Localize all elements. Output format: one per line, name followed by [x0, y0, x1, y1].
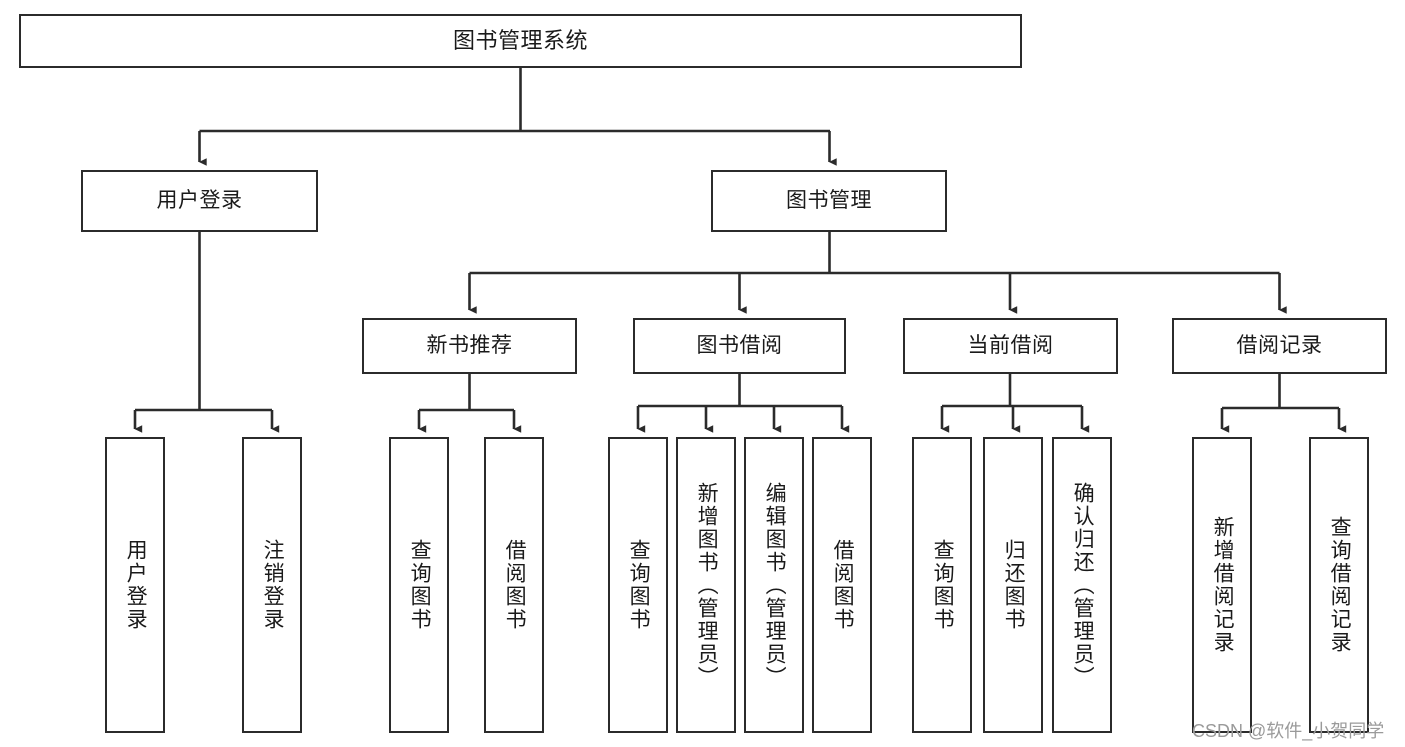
- node-root-label: 图书管理系统: [452, 28, 588, 54]
- node-root[interactable]: 图书管理系统: [19, 14, 1022, 68]
- node-user-login-label: 用户登录: [156, 188, 243, 212]
- node-new-book-recommend[interactable]: 新书推荐: [362, 318, 577, 374]
- node-leaf-edit-book-admin-label: 编辑图书（管理员）: [763, 481, 787, 689]
- node-leaf-confirm-return-admin-label: 确认归还（管理员）: [1071, 481, 1095, 689]
- node-leaf-return-book[interactable]: 归还图书: [983, 437, 1043, 733]
- node-leaf-logout-label: 注销登录: [261, 539, 285, 631]
- node-new-book-recommend-label: 新书推荐: [426, 333, 513, 357]
- node-leaf-add-book-admin-label: 新增图书（管理员）: [695, 481, 719, 689]
- node-book-borrow-label: 图书借阅: [696, 333, 783, 357]
- node-book-management-label: 图书管理: [786, 188, 872, 212]
- node-current-borrow-label: 当前借阅: [967, 333, 1054, 357]
- node-book-borrow[interactable]: 图书借阅: [633, 318, 846, 374]
- node-leaf-add-borrow-record[interactable]: 新增借阅记录: [1192, 437, 1252, 733]
- node-leaf-borrow-book-label: 借阅图书: [831, 539, 855, 631]
- node-leaf-query-book-borrow-label: 查询图书: [627, 539, 651, 631]
- node-leaf-query-book-recommend[interactable]: 查询图书: [389, 437, 449, 733]
- node-leaf-logout[interactable]: 注销登录: [242, 437, 302, 733]
- node-leaf-confirm-return-admin[interactable]: 确认归还（管理员）: [1052, 437, 1112, 733]
- node-leaf-query-book-borrow[interactable]: 查询图书: [608, 437, 668, 733]
- node-borrow-records-label: 借阅记录: [1236, 333, 1323, 357]
- node-leaf-add-borrow-record-label: 新增借阅记录: [1211, 516, 1235, 654]
- csdn-watermark: CSDN @软件_小贺同学: [1192, 721, 1385, 741]
- node-leaf-query-borrow-record[interactable]: 查询借阅记录: [1309, 437, 1369, 733]
- node-leaf-query-book-current-label: 查询图书: [931, 539, 955, 631]
- node-leaf-query-book-current[interactable]: 查询图书: [912, 437, 972, 733]
- node-current-borrow[interactable]: 当前借阅: [903, 318, 1118, 374]
- node-leaf-borrow-book-recommend[interactable]: 借阅图书: [484, 437, 544, 733]
- node-user-login[interactable]: 用户登录: [81, 170, 318, 232]
- node-leaf-return-book-label: 归还图书: [1002, 539, 1026, 631]
- node-borrow-records[interactable]: 借阅记录: [1172, 318, 1387, 374]
- node-leaf-borrow-book-recommend-label: 借阅图书: [503, 539, 527, 631]
- node-book-management[interactable]: 图书管理: [711, 170, 947, 232]
- node-leaf-edit-book-admin[interactable]: 编辑图书（管理员）: [744, 437, 804, 733]
- node-leaf-add-book-admin[interactable]: 新增图书（管理员）: [676, 437, 736, 733]
- node-leaf-user-login-label: 用户登录: [124, 539, 148, 631]
- node-leaf-query-borrow-record-label: 查询借阅记录: [1328, 516, 1352, 654]
- node-leaf-borrow-book[interactable]: 借阅图书: [812, 437, 872, 733]
- node-leaf-user-login[interactable]: 用户登录: [105, 437, 165, 733]
- node-leaf-query-book-recommend-label: 查询图书: [408, 539, 432, 631]
